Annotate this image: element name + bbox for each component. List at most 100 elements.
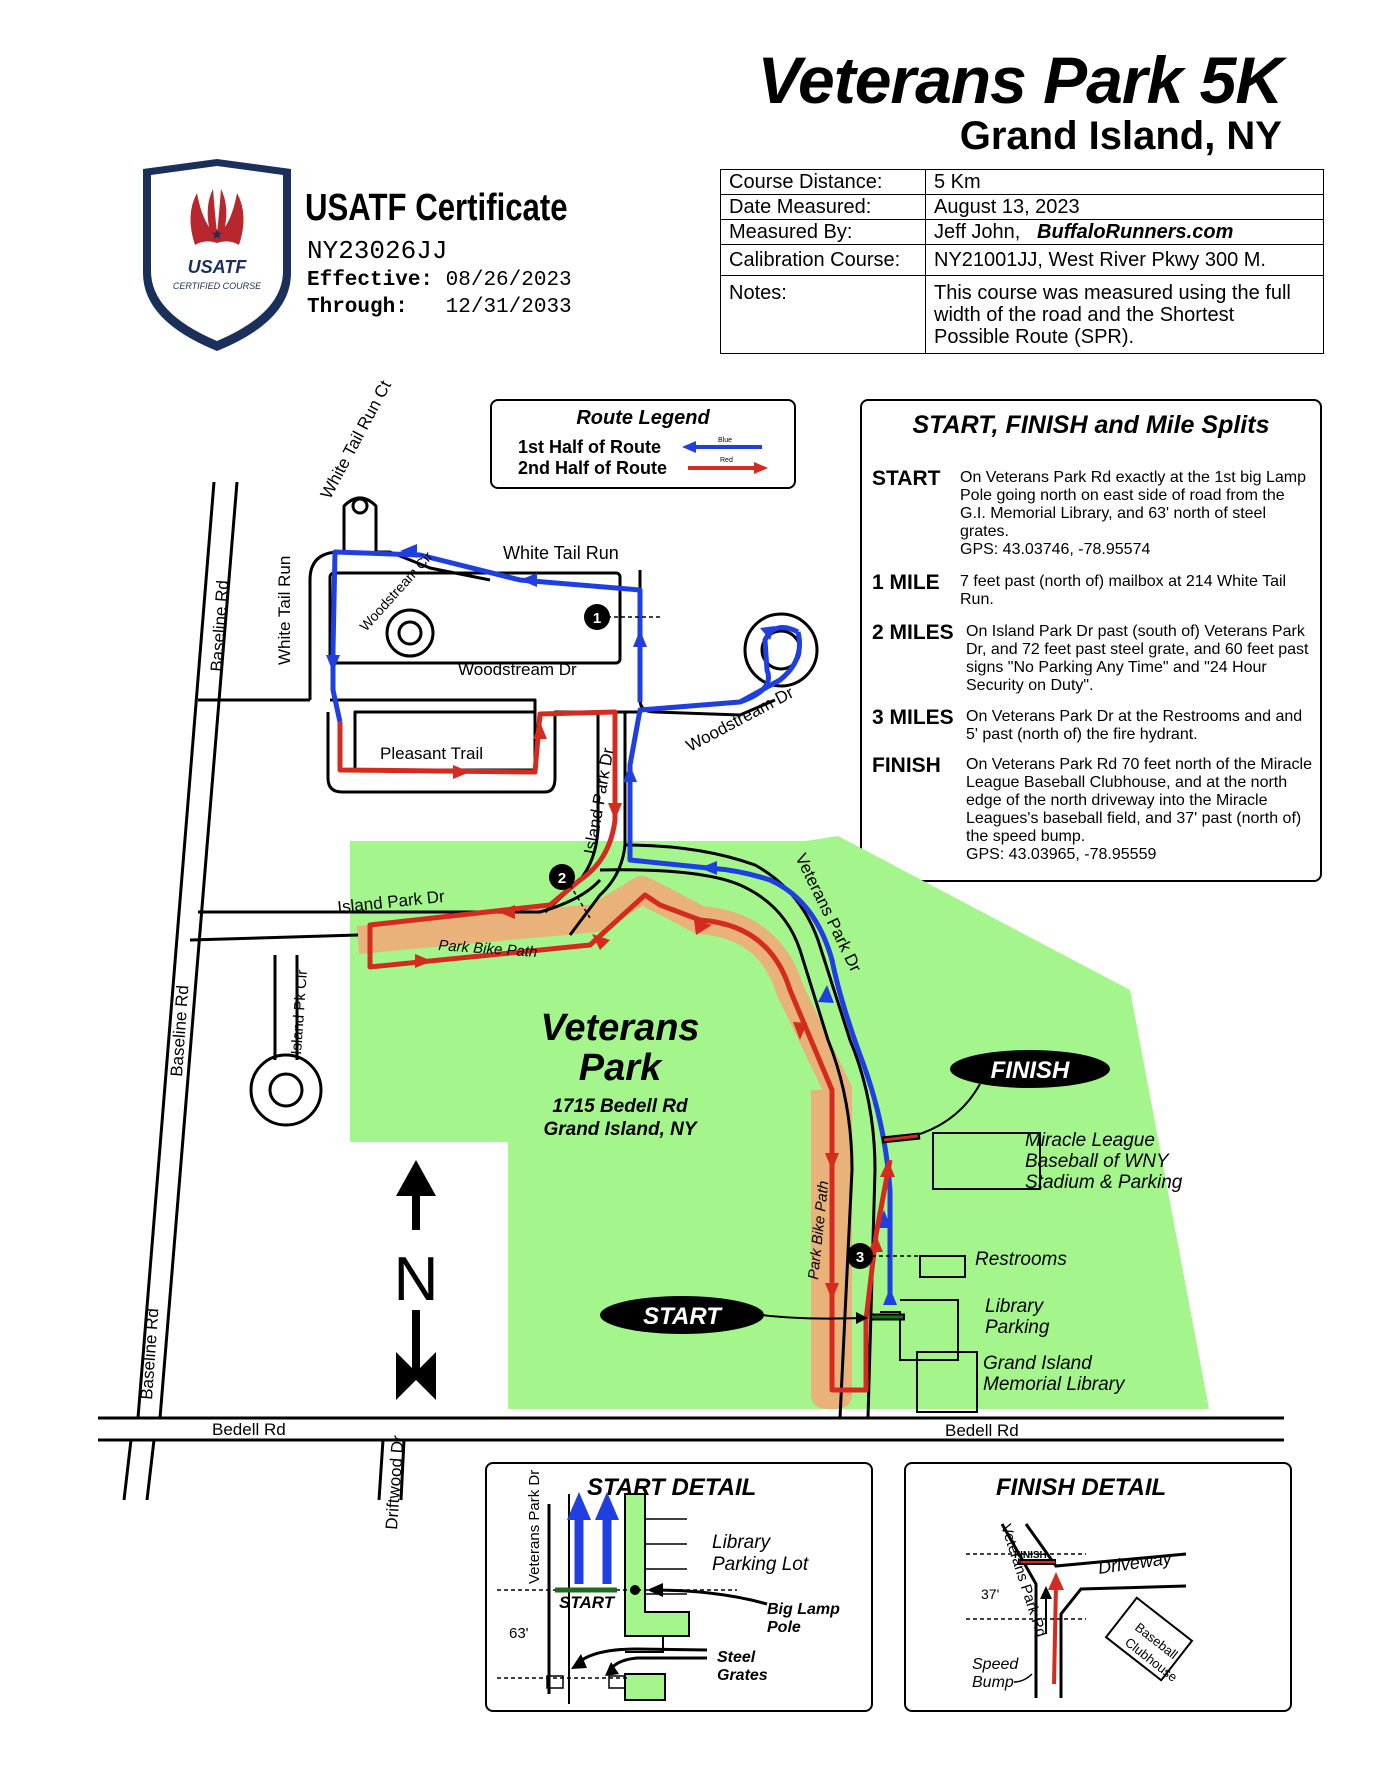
library-building [916,1351,978,1413]
certificate-effective: Effective: 08/26/2023 [307,269,572,292]
mile-marker-3: 3 [847,1243,920,1269]
restrooms-building [919,1255,966,1278]
svg-text:N: N [394,1245,439,1314]
steel-grate-icon [546,1675,626,1689]
bedell-rd [98,1416,1284,1442]
svg-text:START: START [643,1303,723,1330]
info-row-calibration: Calibration Course:NY21001JJ, West River… [720,244,1324,276]
splits-box: START, FINISH and Mile Splits START On V… [860,399,1322,882]
page-subtitle: Grand Island, NY [959,114,1282,158]
finish-detail-driveway: Driveway [1097,1548,1174,1578]
finish-callout: FINISH [919,1050,1110,1135]
legend-blue-label: Blue [718,437,732,444]
restrooms-label: Restrooms [975,1249,1067,1270]
label-woodstream-cir: Woodstream Cir [356,548,436,634]
info-row-date: Date Measured:August 13, 2023 [720,194,1324,220]
splits-title: START, FINISH and Mile Splits [912,411,1270,439]
finish-detail-title: FINISH DETAIL [996,1474,1167,1501]
usatf-badge: ★ USATF CERTIFIED COURSE [143,159,291,351]
finish-detail-road: Veterans Park Rd [997,1522,1049,1639]
split-2-miles: 2 MILES On Island Park Dr past (south of… [872,621,1309,694]
certificate-through: Through: 12/31/2033 [307,296,572,319]
label-bedell-rd-left: Bedell Rd [212,1420,286,1439]
svg-text:★: ★ [211,226,224,242]
label-baseline-rd-bottom: Baseline Rd [137,1308,162,1401]
svg-text:2: 2 [558,870,566,887]
legend-red-label: Red [720,457,733,464]
info-row-distance: Course Distance:5 Km [720,169,1324,195]
legend-title: Route Legend [576,407,710,429]
svg-text:3: 3 [856,1249,864,1266]
library-line1: Grand Island [983,1353,1093,1374]
split-3-miles: 3 MILES On Veterans Park Dr at the Restr… [872,706,1303,743]
north-arrow-icon: N [394,1160,439,1400]
start-detail-title: START DETAIL [587,1474,757,1501]
driftwood-dr [377,1439,406,1501]
lamp-pole-icon [630,1585,640,1595]
start-callout: START [600,1296,868,1334]
place-labels: Miracle League Baseball of WNY Stadium &… [975,1130,1183,1395]
info-row-notes: Notes:This course was measured using the… [720,275,1324,354]
info-row-measured-by: Measured By:Jeff John, BuffaloRunners.co… [720,219,1324,245]
start-detail-road: Veterans Park Dr [526,1470,543,1584]
label-baseline-rd-top: Baseline Rd [207,580,232,673]
park-address-line1: 1715 Bedell Rd [552,1096,688,1117]
clubhouse-building [1104,1596,1194,1682]
arrow-right-icon [754,462,768,474]
badge-subtext: CERTIFIED COURSE [173,281,262,291]
certificate-title: USATF Certificate [305,187,568,229]
start-detail-lot-line1: Library [712,1532,772,1553]
park-area [350,836,1209,1409]
label-white-tail-run-top: White Tail Run [503,543,619,563]
route-legend: Route Legend 1st Half of Route 2nd Half … [490,399,796,489]
arrow-left-icon [682,441,696,453]
route-second-half [337,709,893,1393]
start-detail-start: START [559,1593,616,1612]
mile-marker-1: 1 [584,604,660,630]
start-detail-distance: 63' [509,1625,529,1642]
split-1-mile: 1 MILE 7 feet past (north of) mailbox at… [872,571,1287,608]
red-arrows [415,722,895,1300]
label-white-tail-run-ct: White Tail Run Ct [317,377,395,502]
library-line2: Memorial Library [983,1374,1126,1395]
finish-detail-distance: 37' [981,1586,999,1602]
label-woodstream-dr-right: Woodstream Dr [683,683,797,756]
library-parking-line2: Parking [985,1317,1050,1338]
start-detail-lot-line2: Parking Lot [712,1554,809,1575]
start-detail-box: START DETAIL Veterans Park Dr START 63' … [485,1462,873,1712]
svg-text:1: 1 [593,610,601,627]
park-address-line2: Grand Island, NY [543,1119,698,1140]
miracle-league-line3: Stadium & Parking [1025,1172,1183,1193]
buildings [880,1132,1041,1413]
arrow-up-icon [567,1492,591,1520]
finish-detail-bump-line1: Speed [972,1656,1019,1673]
legend-second-half: 2nd Half of Route [518,458,667,478]
label-park-bike-path-top: Park Bike Path [438,937,538,961]
finish-detail-finish: FINISH [1014,1550,1047,1561]
wings-icon [190,189,244,245]
start-detail-lamp-line2: Pole [767,1619,801,1636]
label-bedell-rd-right: Bedell Rd [945,1421,1019,1440]
label-pleasant-trail: Pleasant Trail [380,744,483,763]
miracle-league-line2: Baseball of WNY [1025,1151,1170,1172]
library-lot-shape [624,1493,690,1637]
certificate-number: NY23026JJ [307,236,448,266]
mile-marker-2: 2 [549,864,591,919]
legend-first-half: 1st Half of Route [518,437,662,457]
start-detail-grates-line1: Steel [717,1649,756,1666]
arrow-up-icon [595,1492,619,1520]
miracle-league-building [932,1132,1041,1190]
label-island-pk-cir: Island Pk Cir [288,969,311,1055]
page-title: Veterans Park 5K [757,43,1283,117]
miracle-league-line1: Miracle League [1025,1130,1155,1151]
route-first-half [330,549,893,1305]
blue-arrows [326,544,897,1305]
label-white-tail-run-left: White Tail Run [275,556,294,665]
split-finish: FINISH On Veterans Park Rd 70 feet north… [872,754,1312,863]
badge-text: USATF [188,257,248,277]
finish-detail-box: FINISH DETAIL Veterans Park Rd FINISH Dr… [904,1462,1292,1712]
subdivision-roads [189,496,877,1419]
start-detail-lamp-line1: Big Lamp [767,1601,840,1618]
